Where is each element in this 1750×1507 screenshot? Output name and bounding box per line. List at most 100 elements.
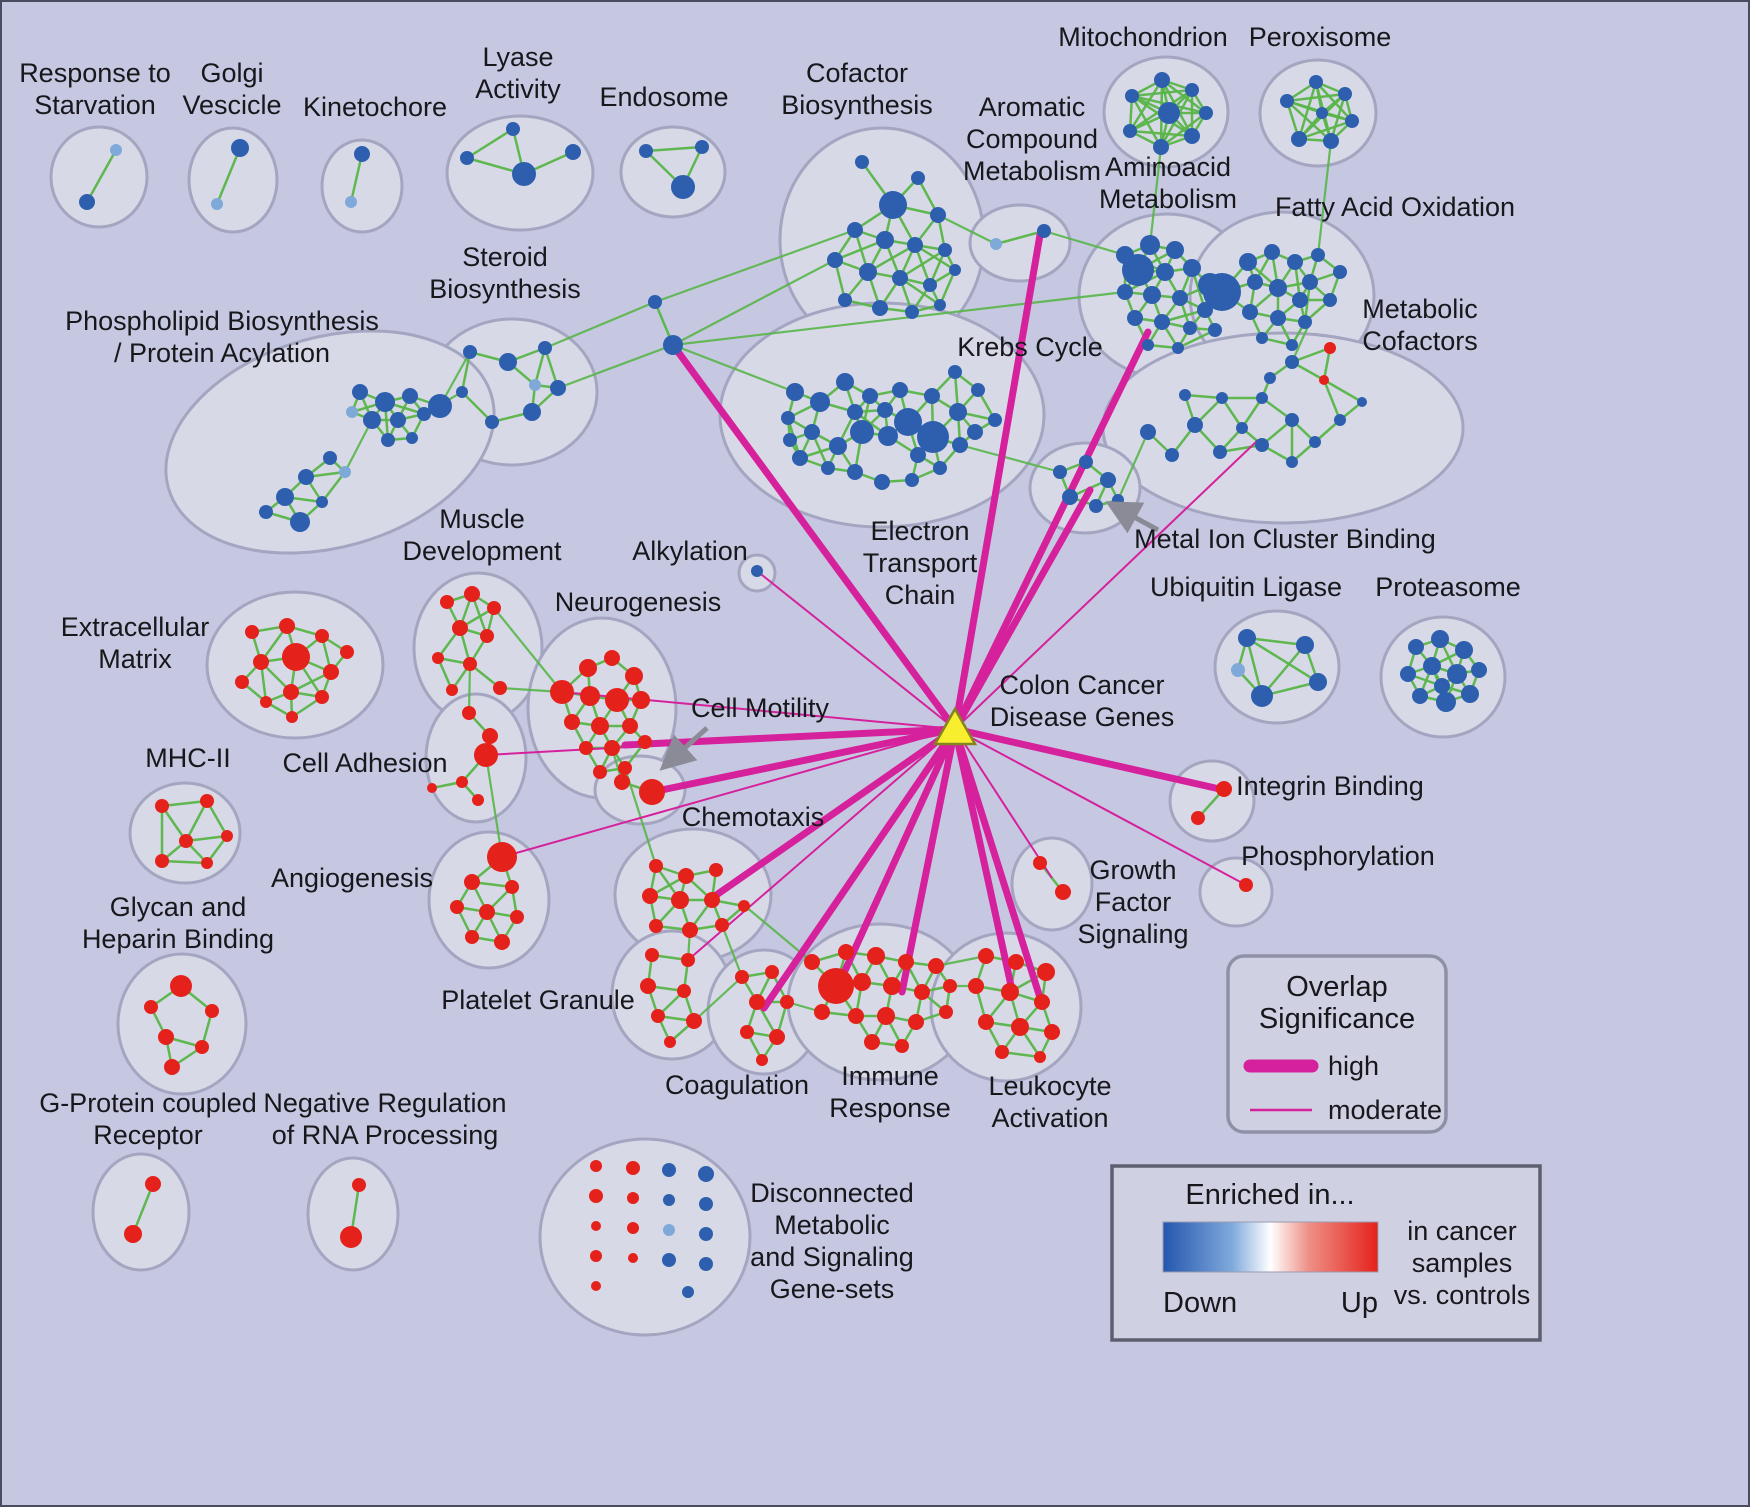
gene-set-node-chemotaxis bbox=[682, 922, 698, 938]
gene-set-node-muscle-development bbox=[480, 629, 494, 643]
gene-set-node-extracellular-matrix bbox=[283, 684, 299, 700]
gene-set-node-leukocyte-activation bbox=[1008, 954, 1024, 970]
gene-set-node-cofactor-biosynthesis bbox=[930, 207, 946, 223]
gene-set-node-neurogenesis bbox=[638, 735, 652, 749]
gene-set-node-cell-adhesion bbox=[456, 776, 468, 788]
gene-set-node-ubiquitin-ligase bbox=[1309, 673, 1327, 691]
gene-set-node-fatty-acid-oxidation bbox=[1256, 332, 1268, 344]
inter-cluster-edge bbox=[654, 228, 856, 304]
cluster-boundary-glycan-heparin-binding bbox=[116, 952, 248, 1096]
metal-ion-pointer-arrow bbox=[1105, 501, 1160, 534]
enrichment-gradient-bar bbox=[1162, 1221, 1379, 1273]
cluster-boundary-angiogenesis bbox=[427, 830, 551, 970]
gene-set-node-leukocyte-activation bbox=[1034, 1051, 1046, 1063]
gene-set-nodes-layer bbox=[79, 72, 1487, 1298]
gene-set-node-proteasome bbox=[1434, 678, 1450, 694]
gene-set-edge bbox=[215, 147, 242, 205]
gene-set-node-cofactor-biosynthesis bbox=[859, 263, 877, 281]
gene-set-node-electron-transport-chain bbox=[810, 392, 830, 412]
gene-set-node-lyase-activity bbox=[565, 144, 581, 160]
gene-set-node-aminoacid-metabolism bbox=[1156, 263, 1174, 281]
gene-set-node-cofactor-biosynthesis bbox=[938, 243, 952, 257]
gene-set-node-proteasome bbox=[1447, 664, 1467, 684]
gene-set-node-chemotaxis bbox=[649, 919, 663, 933]
gene-set-edge bbox=[1322, 379, 1342, 421]
gene-set-edge bbox=[461, 391, 493, 423]
gene-set-node-steroid-biosynthesis bbox=[456, 386, 468, 398]
gene-set-node-chemotaxis bbox=[704, 892, 720, 908]
gene-set-node-steroid-biosynthesis bbox=[463, 345, 477, 359]
gene-set-node-mhc-ii bbox=[221, 830, 233, 842]
gene-set-node-leukocyte-activation bbox=[1001, 983, 1019, 1001]
gene-set-node-fatty-acid-oxidation bbox=[1203, 273, 1241, 311]
inter-cluster-edge bbox=[935, 954, 987, 968]
gene-set-node-metabolic-cofactors bbox=[1216, 392, 1228, 404]
gene-set-node-neurogenesis bbox=[604, 740, 620, 756]
gene-set-node-muscle-development bbox=[452, 620, 468, 636]
gene-set-node-leukocyte-activation bbox=[1044, 1024, 1060, 1040]
gene-set-edge bbox=[160, 805, 188, 842]
gene-set-node-phospholipid-biosynthesis bbox=[339, 466, 351, 478]
gene-set-node-fatty-acid-oxidation bbox=[1292, 292, 1308, 308]
gene-set-node-lyase-activity bbox=[512, 162, 536, 186]
cluster-label-mhc-ii: MHC-II bbox=[145, 743, 230, 773]
gene-set-node-muscle-development bbox=[440, 595, 454, 609]
gene-set-node-metabolic-cofactors bbox=[1179, 389, 1191, 401]
inter-cluster-edge bbox=[672, 290, 1126, 347]
gene-set-node-cofactor-biosynthesis bbox=[949, 264, 961, 276]
gene-set-node-extracellular-matrix bbox=[245, 625, 259, 639]
gene-set-node-fatty-acid-oxidation bbox=[1270, 310, 1286, 326]
enrichment-legend-title: Enriched in... bbox=[1185, 1179, 1354, 1211]
gene-set-node-chemotaxis bbox=[649, 859, 663, 873]
gene-set-edge bbox=[1298, 119, 1353, 141]
gene-set-node-neurogenesis bbox=[591, 717, 609, 735]
gene-set-edge bbox=[1286, 100, 1332, 142]
gene-set-node-platelet-granule bbox=[640, 978, 656, 994]
gene-set-node-mhc-ii bbox=[200, 794, 214, 808]
gene-set-node-ubiquitin-ligase bbox=[1296, 636, 1314, 654]
gene-set-node-muscle-development bbox=[463, 657, 477, 671]
gene-set-node-phospholipid-biosynthesis bbox=[390, 412, 406, 428]
cluster-boundary-phosphorylation bbox=[1198, 856, 1274, 928]
inter-cluster-edge bbox=[557, 343, 674, 390]
gene-set-node-disconnected-gene-sets bbox=[699, 1227, 713, 1241]
gene-set-edge bbox=[466, 127, 514, 160]
gene-set-node-proteasome bbox=[1461, 685, 1479, 703]
gene-set-node-angiogenesis bbox=[465, 930, 479, 944]
cluster-boundaries-layer bbox=[49, 55, 1507, 1337]
gene-set-node-cofactor-biosynthesis bbox=[911, 171, 925, 185]
gene-set-node-endosome bbox=[695, 140, 709, 154]
gene-set-node-integrin-binding bbox=[1216, 781, 1232, 797]
gene-set-node-electron-transport-chain bbox=[894, 408, 922, 436]
gene-set-edge bbox=[1128, 79, 1164, 132]
gene-set-node-disconnected-gene-sets bbox=[699, 1197, 713, 1211]
gene-set-node-phospholipid-biosynthesis bbox=[298, 469, 314, 485]
gene-set-node-chemotaxis bbox=[738, 900, 750, 912]
gene-set-node-metal-ion-cluster-binding bbox=[1112, 494, 1124, 506]
gene-set-node-chemotaxis bbox=[678, 868, 694, 884]
gene-set-node-neurogenesis bbox=[593, 765, 607, 779]
inter-cluster-edge bbox=[1043, 229, 1126, 257]
gene-set-edge bbox=[1297, 81, 1318, 140]
gene-set-node-cell-motility bbox=[639, 779, 665, 805]
inter-cluster-edge bbox=[672, 343, 796, 394]
gene-set-node-immune-response bbox=[939, 1005, 953, 1019]
gene-set-node-neurogenesis bbox=[632, 691, 650, 709]
cluster-label-metal-ion-cluster-binding: Metal Ion Cluster Binding bbox=[1134, 524, 1436, 554]
gene-set-node-disconnected-gene-sets bbox=[662, 1163, 676, 1177]
gene-set-node-mhc-ii bbox=[179, 834, 193, 848]
enrichment-note-line3: vs. controls bbox=[1394, 1280, 1531, 1310]
cluster-label-ubiquitin-ligase: Ubiquitin Ligase bbox=[1150, 572, 1342, 602]
gene-set-node-electron-transport-chain bbox=[933, 461, 947, 475]
gene-set-node-proteasome bbox=[1471, 662, 1487, 678]
gene-set-node-disconnected-gene-sets bbox=[627, 1222, 639, 1234]
gene-set-node-aminoacid-metabolism bbox=[1140, 235, 1160, 255]
